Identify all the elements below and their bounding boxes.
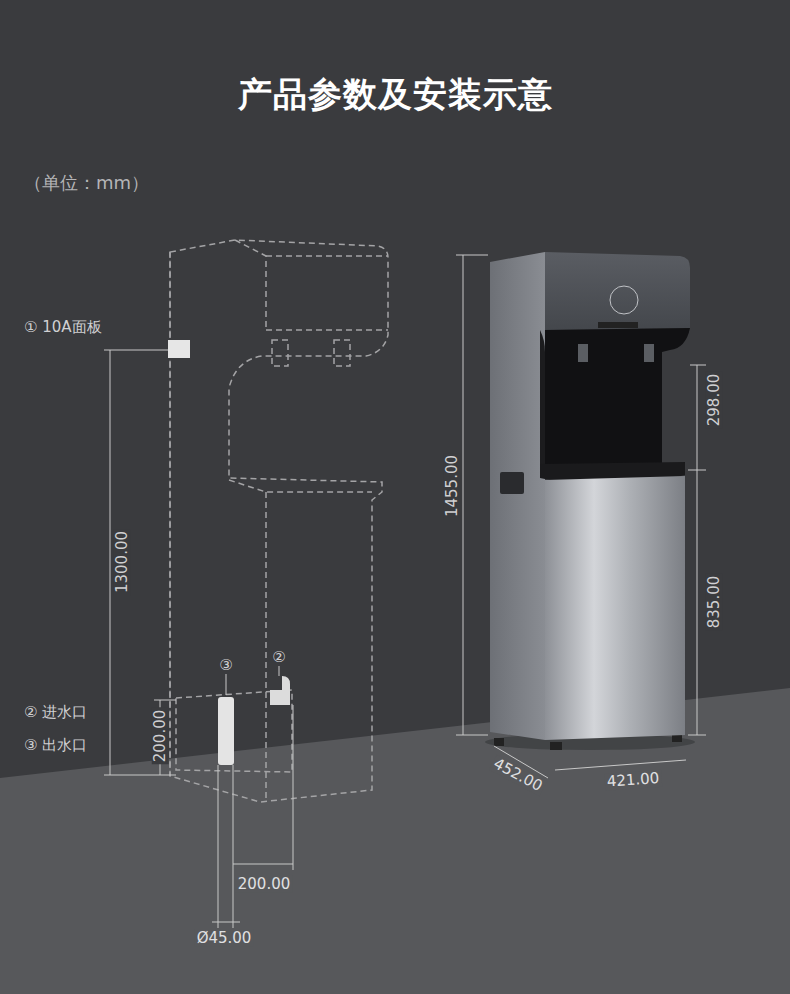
dimension-lines [104,350,293,928]
dimension-value: 200.00 [236,876,293,893]
outlet-pipe [218,697,234,765]
water-dispenser [485,252,695,750]
dimension-value: Ø45.00 [195,930,254,947]
dimension-lines [456,255,706,778]
callout-number: ③ [217,657,234,674]
dimension-value: 298.00 [706,372,723,429]
callout-label: ① 10A面板 [22,319,104,336]
dimension-value: 200.00 [152,708,169,765]
power-panel [168,340,190,358]
dimension-value: 1300.00 [114,529,131,595]
dimension-value: 1455.00 [444,453,461,519]
page-title: 产品参数及安装示意 [0,72,790,118]
callout-label: ② 进水口 [22,704,89,721]
callout-number: ② [270,649,287,666]
callout-label: ③ 出水口 [22,737,89,754]
dimension-value: 835.00 [706,574,723,631]
dimension-value: 421.00 [604,770,662,790]
unit-note: （单位：mm） [22,173,151,193]
install-outline [170,240,388,802]
inlet-fitting [270,676,290,705]
